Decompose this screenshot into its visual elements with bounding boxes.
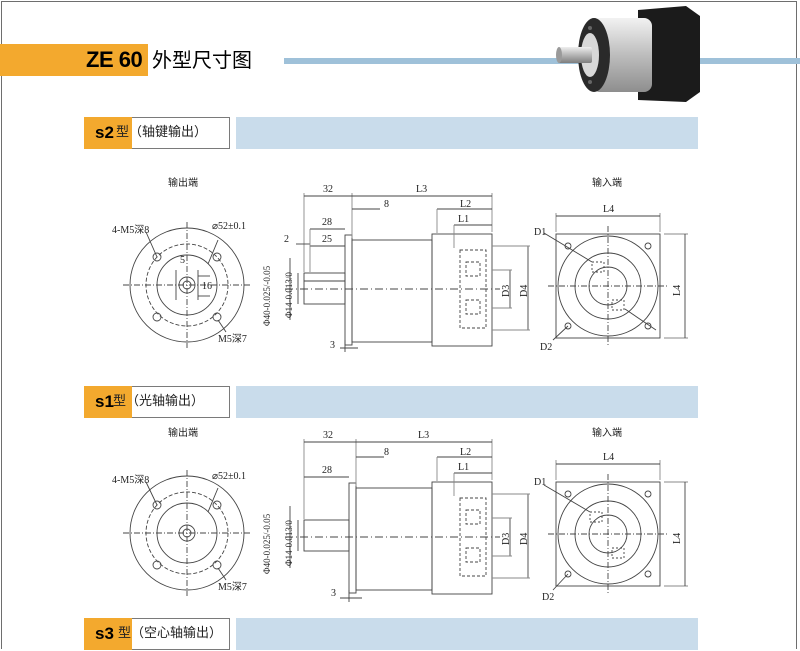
s2-l3: L3	[416, 184, 428, 195]
s1-front-view	[123, 470, 251, 596]
s1-phi14: Φ14-0.013/0	[284, 520, 294, 566]
s1-input-end-label: 输入端	[592, 428, 622, 439]
s2-input-end-label: 输入端	[592, 178, 622, 189]
s1-l1: L1	[458, 462, 470, 473]
section-s2-accent	[84, 117, 132, 149]
s2-d2: 2	[284, 234, 289, 245]
section-s1-accent	[84, 386, 132, 418]
s1-input-view	[543, 460, 688, 594]
s1-side-view	[285, 439, 530, 602]
s1-tap-dim: M5深7	[218, 582, 247, 593]
section-s3-name: 型（空心轴输出）	[118, 626, 223, 641]
s1-d3: 3	[331, 588, 336, 599]
s1-phi40: Φ40-0.025/-0.05	[262, 513, 272, 574]
section-s1-bar	[236, 386, 698, 418]
s1-d32: 32	[323, 430, 333, 441]
s2-l2: L2	[460, 199, 472, 210]
s2-d8: 8	[384, 199, 389, 210]
s2-holes-dim: 4-M5深8	[112, 225, 150, 236]
title-rule	[284, 58, 800, 64]
section-s2-code: s2	[95, 123, 114, 142]
section-s2-name: 型（轴键输出）	[116, 125, 208, 140]
s1-pcd-dim: ⌀52±0.1	[212, 471, 247, 482]
section-s1-name: 型（光轴输出）	[113, 394, 205, 409]
s2-d25: 25	[322, 234, 332, 245]
section-s3-code: s3	[95, 624, 114, 643]
title-accent-block	[0, 44, 148, 76]
s2-front-view	[123, 222, 251, 348]
s2-pcd-dim: ⌀52±0.1	[212, 221, 247, 232]
s2-L4: L4	[603, 204, 615, 215]
section-s2-bar	[236, 117, 698, 149]
s1-D3: D3	[501, 532, 512, 545]
s1-L4-vertical: L4	[672, 532, 683, 544]
section-s3-bar	[236, 618, 698, 650]
s1-l2: L2	[460, 447, 472, 458]
section-s3-accent	[84, 618, 132, 650]
page-title: 外型尺寸图	[152, 48, 252, 72]
s2-D2: D2	[540, 342, 553, 353]
s1-D2: D2	[542, 592, 555, 603]
s1-l3: L3	[418, 430, 430, 441]
s2-tap-dim: M5深7	[218, 334, 247, 345]
s1-L4: L4	[603, 452, 615, 463]
s2-side-view	[285, 193, 530, 352]
s1-output-end-label: 输出端	[168, 428, 198, 439]
s1-d28: 28	[322, 465, 332, 476]
s2-d32: 32	[323, 184, 333, 195]
s2-key-width-dim: 5	[180, 255, 185, 266]
s2-d3: 3	[330, 340, 335, 351]
s1-D4: D4	[519, 532, 530, 545]
s2-d28: 28	[322, 217, 332, 228]
gearbox-photo	[556, 6, 700, 102]
s1-holes-dim: 4-M5深8	[112, 475, 150, 486]
s2-l1: L1	[458, 214, 470, 225]
s2-input-view	[543, 213, 688, 346]
model-code: ZE 60	[86, 47, 143, 72]
section-s1-code: s1	[95, 392, 114, 411]
s1-d8: 8	[384, 447, 389, 458]
s2-output-end-label: 输出端	[168, 178, 198, 189]
s1-D1: D1	[534, 477, 547, 488]
s2-D1: D1	[534, 227, 547, 238]
s2-key-height-dim: 16	[202, 281, 212, 292]
